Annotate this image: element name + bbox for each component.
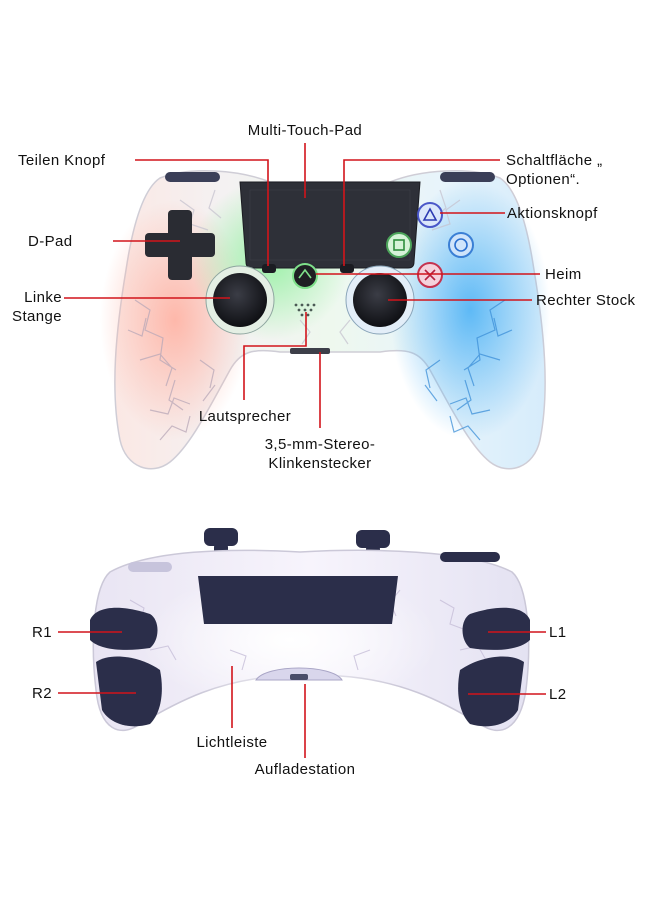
label-r1: R1 — [32, 624, 52, 641]
home-logo-icon — [292, 263, 318, 289]
touchpad-surface-texture — [249, 189, 411, 261]
l2-trigger — [458, 656, 524, 727]
options-button — [340, 264, 354, 273]
rear-controller — [90, 528, 530, 732]
label-schaltflaeche-line2: Optionen“. — [506, 171, 581, 188]
right-glow — [390, 180, 550, 440]
r1-bumper — [90, 607, 158, 650]
label-rechter-stock: Rechter Stock — [536, 292, 636, 309]
label-lautsprecher: Lautsprecher — [198, 408, 292, 425]
front-controller — [100, 170, 550, 470]
r2-trigger — [96, 656, 162, 727]
label-schaltflaeche-line1: Schaltfläche „ — [506, 152, 603, 169]
face-buttons — [386, 202, 474, 288]
label-l2: L2 — [549, 686, 567, 703]
label-r2: R2 — [32, 685, 52, 702]
circle-button-icon — [448, 232, 474, 258]
l1-bumper — [462, 607, 530, 650]
share-button — [262, 264, 276, 273]
touchpad — [239, 181, 421, 269]
label-multi-touch-pad: Multi-Touch-Pad — [247, 122, 363, 139]
label-klinke-line2: Klinkenstecker — [268, 455, 372, 472]
label-d-pad: D-Pad — [28, 233, 73, 250]
label-aktionsknopf: Aktionsknopf — [507, 205, 598, 222]
label-heim: Heim — [545, 266, 582, 283]
callout-options — [343, 159, 500, 266]
label-klinke-line1: 3,5-mm-Stereo- — [264, 436, 376, 453]
right-stick — [353, 273, 407, 327]
touchpad-rear — [198, 576, 398, 624]
front-left-shoulder — [165, 172, 220, 182]
speaker-grille-icon — [294, 303, 316, 317]
label-teilen-knopf: Teilen Knopf — [18, 152, 106, 169]
square-button-icon — [386, 232, 412, 258]
triangle-button-icon — [417, 202, 443, 228]
usb-port-icon — [290, 674, 308, 680]
front-right-shoulder — [440, 172, 495, 182]
label-linke-stange-line1: Linke — [24, 289, 62, 306]
label-l1: L1 — [549, 624, 567, 641]
label-lichtleiste: Lichtleiste — [196, 734, 268, 751]
headphone-jack — [290, 348, 330, 354]
callout-teilen-knopf — [135, 159, 269, 266]
label-aufladestation: Aufladestation — [254, 761, 356, 778]
callout-lautsprecher — [243, 312, 307, 400]
label-linke-stange-line2: Stange — [12, 308, 62, 325]
d-pad — [145, 210, 215, 280]
callout-lines — [58, 143, 546, 758]
left-stick — [213, 273, 267, 327]
